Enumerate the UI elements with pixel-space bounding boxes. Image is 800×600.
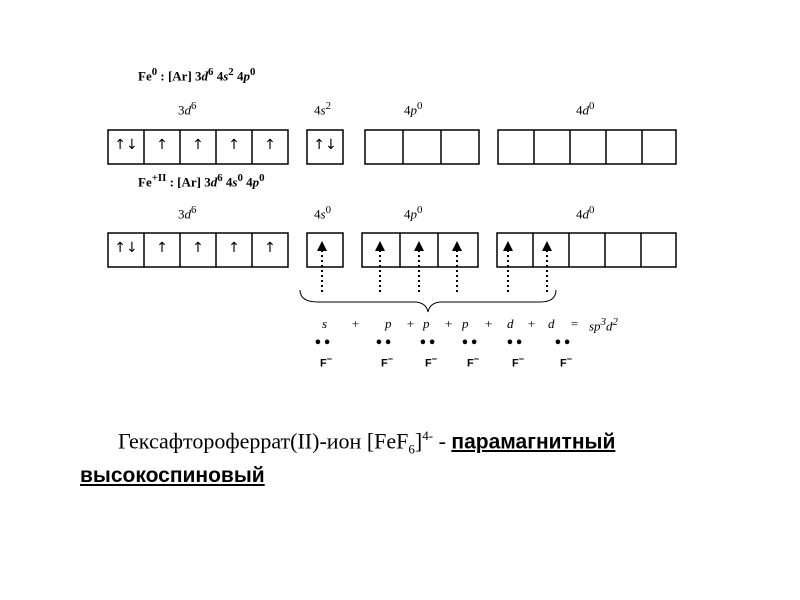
ligand-f-1: F− — [319, 354, 333, 370]
ion-4s-orbital — [306, 232, 344, 268]
ion-config: Fe+II : [Ar] 3d6 4s0 4p0 — [138, 172, 265, 190]
electron-3d-3: ↑ — [192, 137, 204, 153]
hybrid-equals: = — [570, 316, 579, 331]
label-4p-ion: 4p0 — [404, 204, 423, 222]
electron-3d-5: ↑ — [264, 137, 276, 153]
ligand-pair-3: •• — [418, 336, 438, 351]
hybrid-plus-5: + — [527, 316, 536, 331]
ground-config: Fe0 : [Ar] 3d6 4s2 4p0 — [138, 66, 256, 84]
ion-4d-orbitals — [496, 232, 677, 268]
caption-line-2: высокоспиновый — [80, 462, 265, 488]
ligand-f-5: F− — [511, 354, 525, 370]
ion-electron-3d-4: ↑ — [228, 240, 240, 256]
ligand-pair-5: •• — [505, 336, 525, 351]
ion-electron-pair-3d-1: ↑↓ — [114, 240, 138, 256]
label-3d-ground: 3d6 — [178, 100, 197, 118]
hybrid-plus-2: + — [406, 316, 415, 331]
hybrid-plus-1: + — [351, 316, 360, 331]
hybrid-result: sp3d2 — [589, 316, 618, 334]
ligand-pair-6: •• — [553, 336, 573, 351]
hybrid-plus-4: + — [484, 316, 493, 331]
caption-line-1: Гексафтороферрат(II)-ион [FeF6]4- - пара… — [118, 428, 616, 457]
label-3d-ion: 3d6 — [178, 204, 197, 222]
high-spin-label: высокоспиновый — [80, 464, 265, 487]
ligand-pair-1: •• — [313, 336, 333, 351]
hybrid-d-2: d — [548, 316, 555, 331]
ion-electron-3d-3: ↑ — [192, 240, 204, 256]
ion-electron-3d-2: ↑ — [156, 240, 168, 256]
ion-3d-orbitals — [107, 232, 289, 268]
ground-3d-orbitals — [107, 129, 289, 165]
hybrid-s: s — [322, 316, 328, 331]
paramagnetic-label: парамагнитный — [451, 430, 616, 454]
ground-4s-orbital — [306, 129, 344, 165]
ion-electron-3d-5: ↑ — [264, 240, 276, 256]
hybrid-brace — [299, 289, 557, 313]
ligand-pair-2: •• — [374, 336, 394, 351]
electron-3d-2: ↑ — [156, 137, 168, 153]
electron-3d-4: ↑ — [228, 137, 240, 153]
ground-4p-orbitals — [364, 129, 480, 165]
ligand-f-3: F− — [424, 354, 438, 370]
hybrid-p-2: p — [423, 316, 430, 331]
hybrid-p-3: p — [462, 316, 469, 331]
ground-4d-orbitals — [497, 129, 677, 165]
label-4d-ground: 4d0 — [576, 100, 595, 118]
label-4s-ion: 4s0 — [314, 204, 331, 222]
hybrid-d-1: d — [507, 316, 514, 331]
electron-pair-4s: ↑↓ — [313, 137, 337, 153]
ligand-f-2: F− — [380, 354, 394, 370]
ligand-f-6: F− — [559, 354, 573, 370]
hybrid-plus-3: + — [444, 316, 453, 331]
ligand-f-4: F− — [466, 354, 480, 370]
label-4p-ground: 4p0 — [404, 100, 423, 118]
hybrid-p-1: p — [385, 316, 392, 331]
electron-pair-3d-1: ↑↓ — [114, 137, 138, 153]
label-4d-ion: 4d0 — [576, 204, 595, 222]
label-4s-ground: 4s2 — [314, 100, 331, 118]
ligand-pair-4: •• — [460, 336, 480, 351]
